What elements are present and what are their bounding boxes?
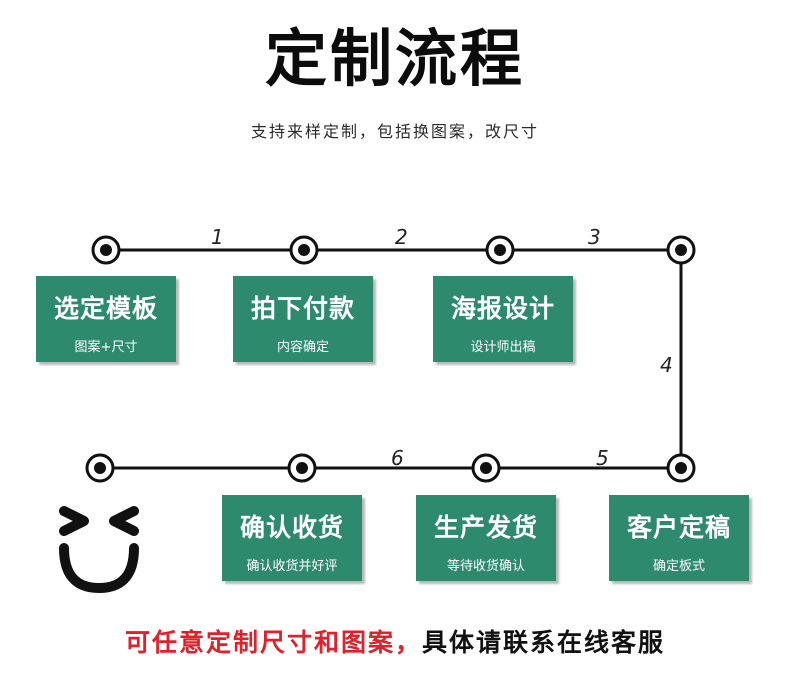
footer-note: 可任意定制尺寸和图案，具体请联系在线客服 [0, 623, 790, 659]
step-number-6: 6 [391, 446, 404, 470]
smile-mouth [59, 543, 139, 593]
footer-highlight: 可任意定制尺寸和图案， [124, 628, 422, 657]
step-number-3: 3 [588, 225, 601, 249]
node-2 [289, 235, 319, 265]
right-eye [109, 506, 139, 536]
node-7 [287, 453, 317, 483]
step-subtitle: 图案+尺寸 [74, 340, 138, 355]
step-box-receive: 确认收货 确认收货并好评 [222, 495, 362, 581]
footer-contact: 具体请联系在线客服 [422, 628, 666, 657]
step-title: 客户定稿 [626, 513, 731, 542]
step-subtitle: 等待收货确认 [446, 559, 525, 574]
step-number-5: 5 [596, 446, 609, 470]
node-4 [666, 235, 696, 265]
step-subtitle: 确认收货并好评 [246, 559, 338, 574]
page-title: 定制流程 [264, 22, 525, 95]
step-subtitle: 内容确定 [276, 340, 329, 355]
node-6 [471, 453, 501, 483]
page-subtitle: 支持来样定制，包括换图案，改尺寸 [250, 122, 539, 141]
node-1 [91, 235, 121, 265]
step-number-1: 1 [211, 225, 224, 249]
step-subtitle: 设计师出稿 [470, 340, 536, 355]
left-eye [59, 506, 89, 536]
step-box-finalize: 客户定稿 确定板式 [609, 495, 749, 581]
connector-lines [100, 248, 683, 470]
step-box-design: 海报设计 设计师出稿 [433, 276, 573, 362]
step-number-2: 2 [395, 225, 408, 249]
step-title: 海报设计 [450, 294, 555, 323]
node-8 [85, 453, 115, 483]
step-title: 生产发货 [433, 513, 538, 542]
node-5 [666, 453, 696, 483]
step-number-4: 4 [660, 353, 673, 377]
step-title: 确认收货 [239, 513, 344, 542]
step-box-pay: 拍下付款 内容确定 [233, 276, 373, 362]
step-title: 拍下付款 [250, 294, 355, 323]
node-3 [485, 235, 515, 265]
smiley-face-icon [59, 506, 139, 593]
step-title: 选定模板 [53, 294, 158, 323]
step-subtitle: 确定板式 [652, 559, 705, 574]
step-box-ship: 生产发货 等待收货确认 [416, 495, 556, 581]
step-box-select-template: 选定模板 图案+尺寸 [36, 276, 176, 362]
